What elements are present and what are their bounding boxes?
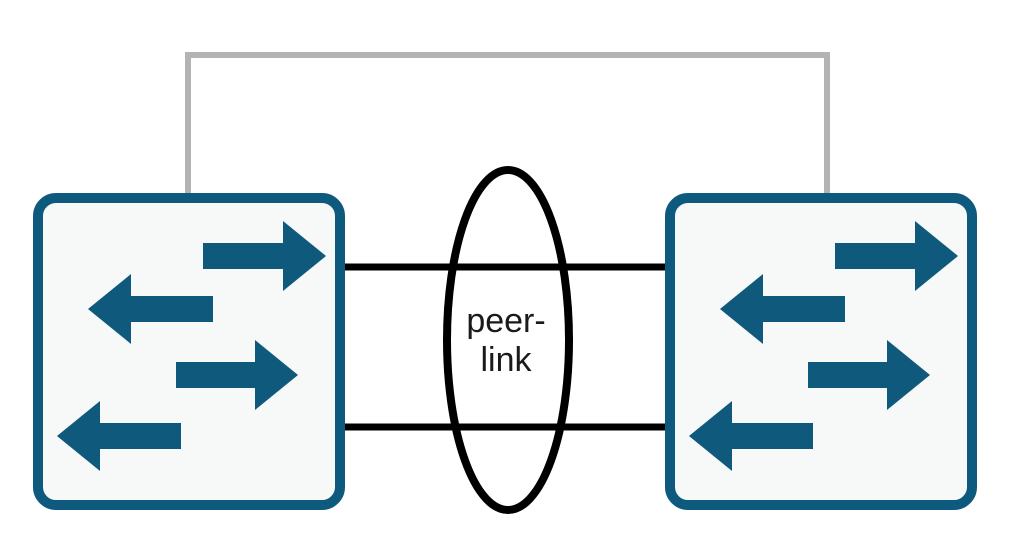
arrow-right-icon [808, 340, 930, 410]
arrow-right-icon [203, 221, 326, 291]
arrow-left-icon [57, 401, 181, 471]
arrow-right-icon [176, 340, 298, 410]
workgroup-switch-icon [689, 221, 958, 471]
workgroup-switch-icon [57, 221, 326, 471]
arrow-left-icon [689, 401, 813, 471]
peer-link-label-line1: peer- [466, 302, 545, 340]
peer-link-bundle-ellipse [443, 166, 573, 514]
arrow-left-icon [88, 274, 213, 344]
arrow-left-icon [720, 274, 845, 344]
switch-right [665, 193, 977, 510]
arrow-right-icon [835, 221, 958, 291]
peer-link-label-line2: link [480, 341, 532, 379]
keepalive-link-line [185, 52, 830, 196]
switch-left [33, 193, 345, 510]
